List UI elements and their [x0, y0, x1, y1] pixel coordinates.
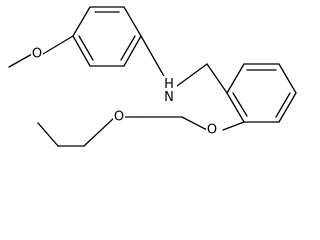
ring-a-bond-2: [72, 6, 91, 37]
ring-b-bond-6: [226, 63, 245, 94]
ring-b-inner-bond-3: [232, 92, 248, 117]
aryl-methoxy-o-bond: [42, 35, 74, 55]
methoxy-oxygen-label-background: [31, 46, 43, 62]
second-o-to-ethyl-bond: [83, 116, 116, 147]
methoxy-oxygen-label: O: [32, 47, 42, 62]
aryl-ether-oxygen-label-background: [206, 122, 218, 138]
ring-a-inner-bond-3: [120, 35, 136, 61]
ring-a-inner-bond-2: [78, 35, 94, 61]
bond-layer: [8, 6, 297, 147]
ch2-to-ring-b-bond: [206, 63, 228, 94]
chain-ether-oxygen-label-background: [113, 109, 125, 125]
aryl-nitrogen-bond: [140, 35, 166, 79]
chain-ether-oxygen-label: O: [114, 110, 124, 125]
nitrogen-ch2-bond: [176, 63, 208, 87]
ring-b-bond-5: [226, 92, 245, 123]
ethyl-bond-2: [37, 122, 59, 147]
ether-o-to-ch2-bond: [181, 116, 208, 131]
ring-b-bond-3: [278, 92, 297, 123]
ring-b-inner-bond-2: [275, 92, 291, 118]
ring-b-bond-2: [278, 63, 297, 94]
amine-label-background: [161, 76, 177, 102]
ring-a-bond-3: [72, 35, 91, 67]
aryl-ether-oxygen-label: O: [207, 123, 217, 138]
ring-b-to-ether-o-bond: [222, 121, 245, 131]
methoxy-o-methyl-bond: [8, 53, 33, 68]
ring-a-bond-5: [123, 35, 142, 67]
ring-a-bond-6: [123, 6, 142, 37]
